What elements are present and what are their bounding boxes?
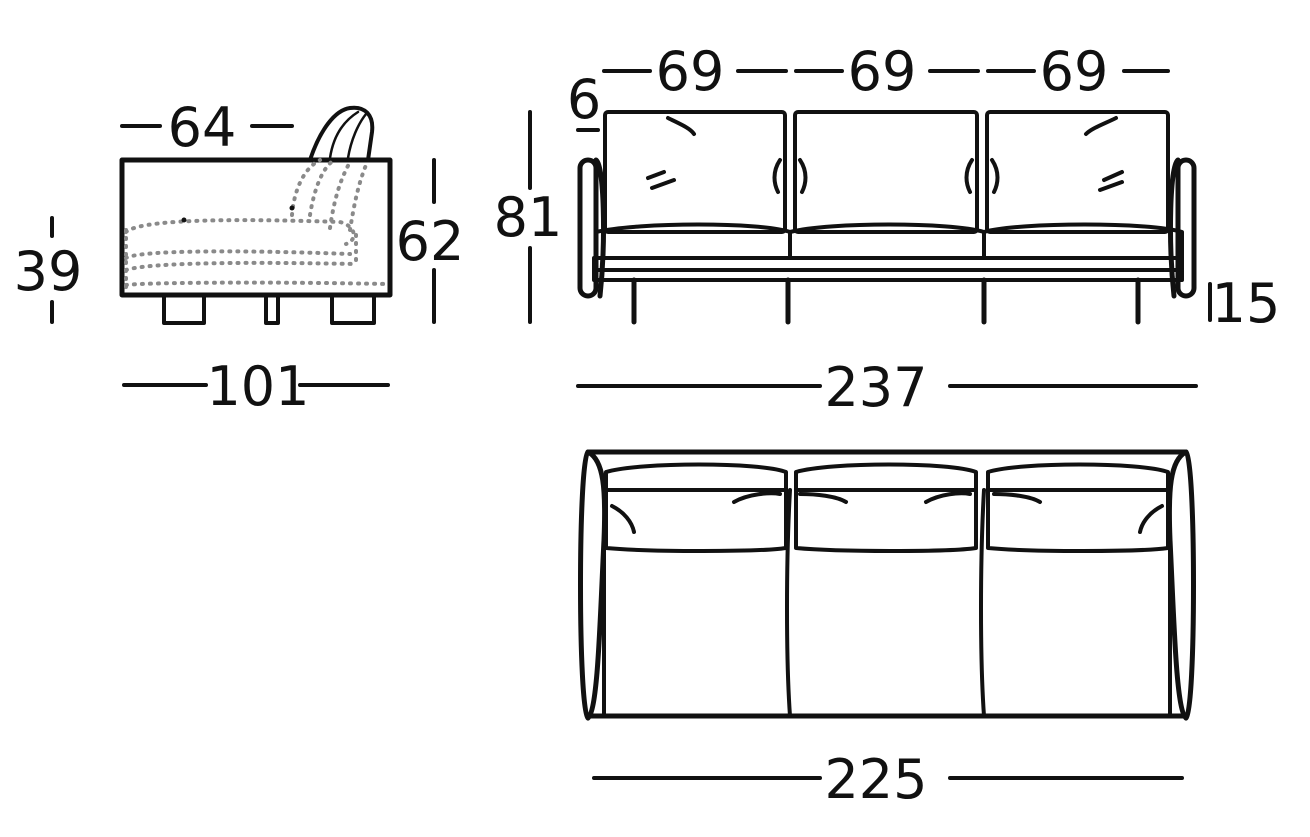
side-depth-label: 101 (206, 355, 309, 418)
side-seat-cushion-hidden (124, 280, 388, 287)
side-dot (289, 205, 295, 211)
top-back-cushion-front (794, 488, 978, 553)
front-back-cushion (603, 110, 787, 234)
side-back-cushion-hidden (308, 158, 336, 217)
front-cushion-width-3-label: 69 (1040, 40, 1109, 103)
side-seat-cushion-hidden (124, 260, 357, 272)
side-seat-cushion-hidden (124, 249, 352, 260)
side-back-cushion-hidden (290, 158, 322, 217)
crease-mark (610, 504, 636, 534)
front-leg-height-label: 15 (1212, 272, 1281, 335)
crease-mark (1098, 170, 1124, 192)
top-view: 225 (578, 449, 1196, 811)
front-view: 69 69 69 6 81 (494, 40, 1281, 419)
crease-mark (1138, 504, 1164, 534)
front-seat-cushion (982, 222, 1184, 260)
front-height-label: 81 (494, 186, 563, 249)
top-arm-right (1166, 449, 1196, 721)
side-cushion-seam (328, 110, 360, 160)
top-seat-divider (785, 488, 792, 718)
front-seat-cushion (594, 222, 792, 260)
front-arm-left (593, 157, 606, 299)
top-inner-width-label: 225 (824, 748, 927, 811)
top-seat-divider (979, 488, 986, 718)
crease-mark (1084, 116, 1118, 136)
side-seat-depth-label: 64 (168, 96, 237, 159)
side-view: 64 39 62 101 (14, 96, 465, 418)
crease-mark (992, 492, 1042, 504)
side-leg (330, 293, 376, 325)
side-seat-cushion-hidden (124, 218, 356, 246)
top-back-cushion-front (604, 488, 788, 553)
side-dot (181, 217, 187, 223)
front-cushion-width-1-label: 69 (656, 40, 725, 103)
crease-mark (666, 116, 696, 136)
front-arm-left (577, 157, 599, 299)
side-cushion-seam (346, 112, 368, 160)
crease-mark (798, 492, 848, 504)
crease-mark (772, 158, 808, 194)
front-cushion-width-2-label: 69 (848, 40, 917, 103)
side-leg (162, 293, 206, 325)
crease-mark (646, 170, 676, 190)
side-body-outline (119, 157, 393, 298)
top-back-cushion (986, 462, 1170, 492)
front-arm-offset-label: 6 (567, 68, 601, 131)
side-back-cushion-hidden (328, 160, 352, 230)
front-arm-right (1168, 157, 1181, 299)
top-back-cushion-front (986, 488, 1170, 553)
front-arm-right (1175, 157, 1197, 299)
top-back-cushion (794, 462, 978, 492)
front-back-cushion (793, 110, 979, 234)
crease-mark (964, 158, 1000, 194)
top-back-cushion (604, 462, 788, 492)
side-seat-height-label: 39 (14, 240, 83, 303)
side-height-label: 62 (396, 210, 465, 273)
side-back-cushion (308, 105, 375, 162)
front-back-cushion (985, 110, 1170, 234)
side-leg (264, 293, 280, 325)
crease-mark (732, 491, 782, 504)
top-arm-left (578, 449, 608, 721)
side-back-cushion-hidden (348, 163, 368, 232)
front-width-label: 237 (824, 356, 927, 419)
crease-mark (924, 491, 972, 504)
front-seat-cushion (788, 222, 986, 260)
